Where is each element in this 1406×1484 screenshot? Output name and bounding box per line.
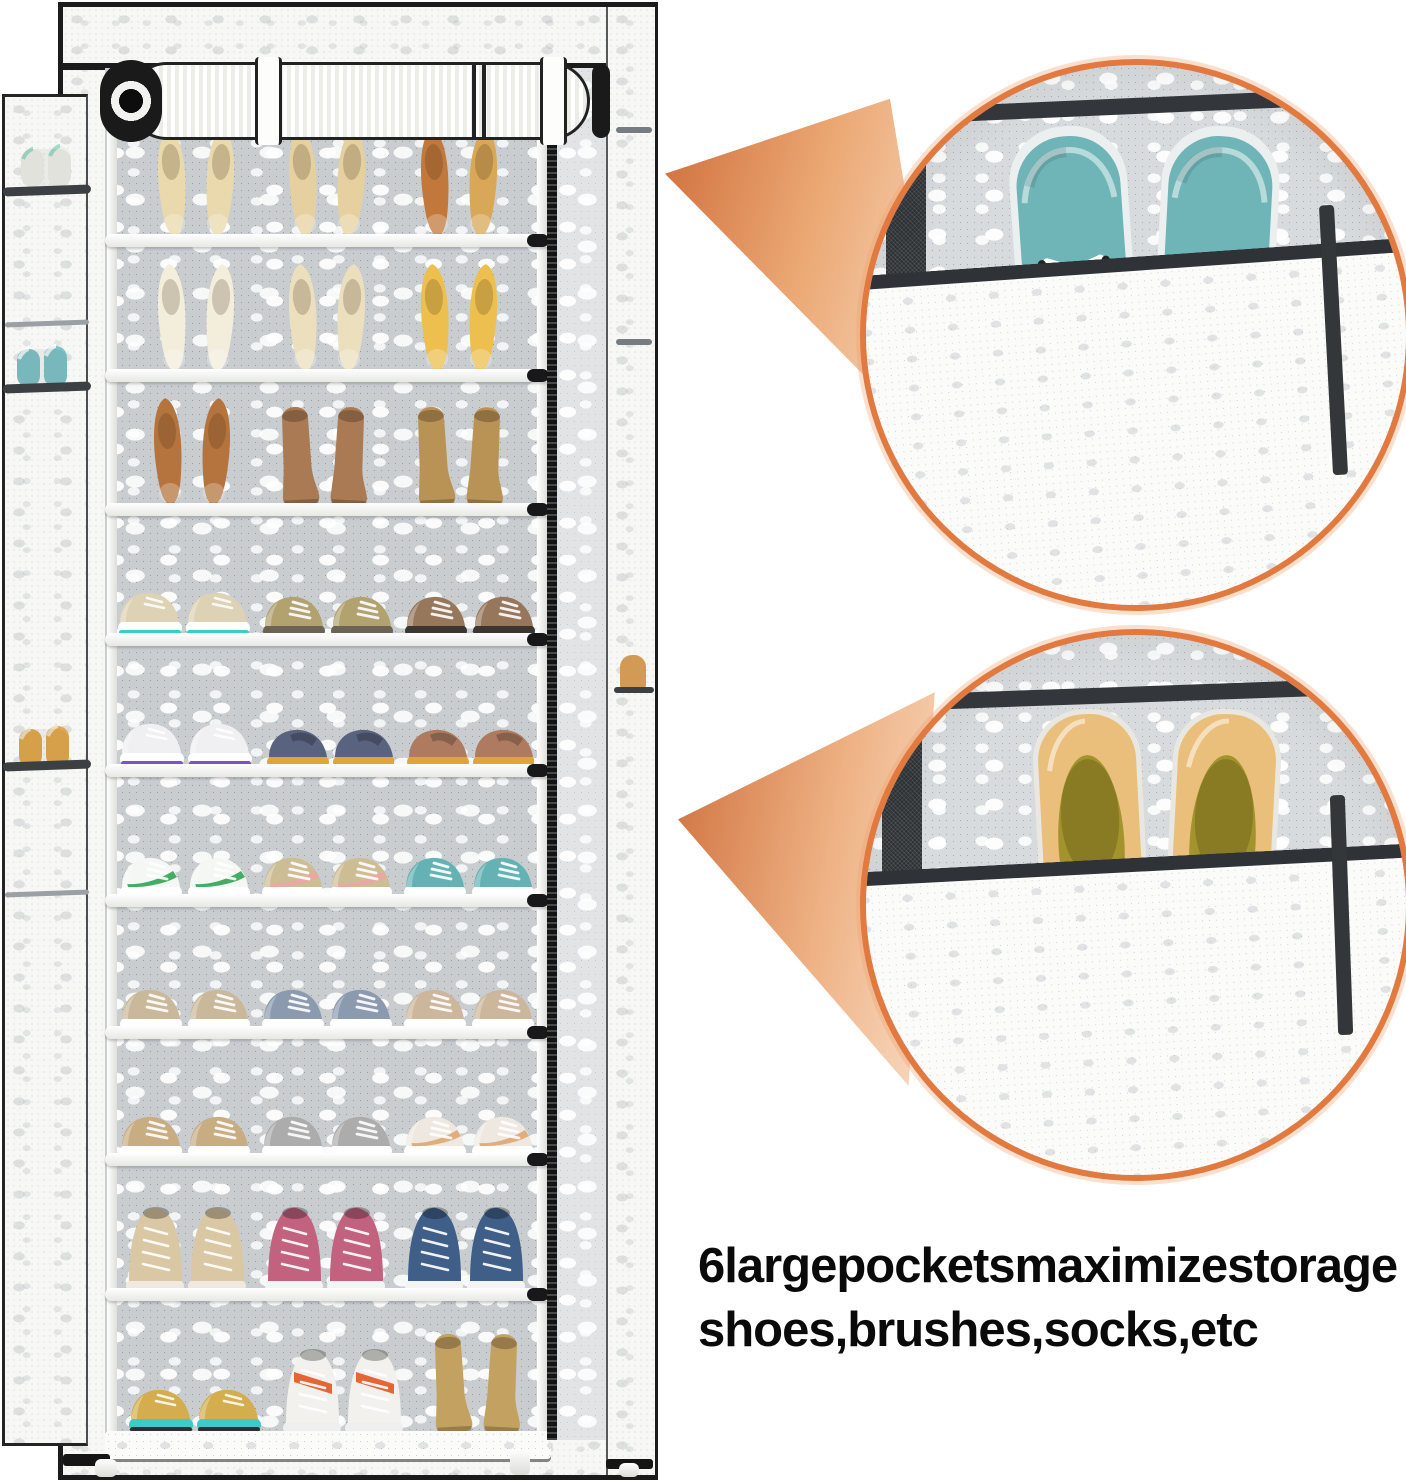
shoe-pair	[117, 592, 250, 635]
shoe-pair	[125, 1207, 246, 1292]
edge-pocket-rim	[616, 127, 652, 133]
shoe-pair	[404, 1116, 534, 1157]
edge-pocket-shoe	[620, 655, 646, 691]
rack-right-border	[606, 7, 655, 1475]
shoe-pair	[434, 1333, 520, 1434]
shelf-row	[109, 261, 543, 375]
shelf-row	[109, 1109, 543, 1159]
shelf-row	[109, 583, 543, 639]
shelf-row	[109, 395, 543, 509]
shoe-pair	[262, 989, 392, 1030]
shelf-tube	[105, 369, 551, 382]
roll-body	[128, 62, 590, 140]
shoe-pair	[120, 989, 250, 1030]
shoe-pair	[157, 129, 234, 237]
edge-pocket-rim	[616, 339, 652, 345]
shoe-pair	[420, 264, 497, 372]
shoe-pair	[283, 1349, 403, 1434]
bottom-shelf-board	[105, 1431, 551, 1459]
shoe-pair	[267, 729, 394, 768]
shoe-pair	[153, 398, 230, 506]
caption-line-2: shoes,brushes,socks,etc	[698, 1303, 1259, 1357]
side-pocket-rim	[4, 889, 90, 898]
shoe-pair	[417, 406, 503, 507]
shelf-tube	[105, 234, 551, 247]
shoe-pair	[262, 857, 392, 898]
shoe-rack	[58, 2, 658, 1480]
shelf-tube	[105, 633, 551, 646]
pocket-top-trim	[920, 90, 1302, 124]
shoe-pair	[406, 729, 534, 768]
covered-right-strip	[557, 68, 606, 1440]
shoe-pair	[404, 1207, 525, 1292]
shelf-tube	[105, 764, 551, 777]
shoe-pair	[404, 596, 535, 637]
shoe-pair	[120, 1116, 250, 1157]
side-pocket-panel	[2, 94, 92, 1446]
shelf-tube	[105, 894, 551, 907]
shelf-tube	[105, 1288, 551, 1301]
shelf-tube	[105, 503, 551, 516]
edge-pocket-rim	[614, 687, 654, 693]
shelf-row	[109, 1330, 543, 1436]
shelf-rows	[105, 68, 551, 1436]
side-pocket-rim	[2, 184, 92, 197]
zipper-strip	[547, 68, 557, 1440]
roll-ring	[482, 62, 486, 140]
shelf-tube	[105, 1153, 551, 1166]
shelf-tubes	[105, 68, 551, 1436]
shelf-row	[109, 1200, 543, 1294]
left-pole	[107, 68, 117, 1436]
shoe-pair	[281, 406, 367, 507]
side-pocket-rim	[2, 381, 92, 394]
rolled-door-cover	[100, 57, 610, 145]
side-pocket-shoes	[13, 343, 75, 392]
shelf-tube	[105, 1026, 551, 1039]
caption-line-1: 6largepocketsmaximizestorage	[698, 1239, 1398, 1293]
inset-circle-top	[866, 65, 1406, 605]
roll-end-cap	[100, 60, 162, 142]
shelf-row	[109, 126, 543, 240]
right-pole	[537, 68, 547, 1436]
shoe-pair	[289, 264, 365, 372]
inset-pocket-front	[866, 841, 1406, 1175]
shoe-pair	[119, 723, 252, 766]
shoe-pair	[263, 596, 393, 637]
rack-foot	[619, 1463, 639, 1477]
rack-interior	[105, 68, 551, 1436]
side-pocket-rim	[2, 759, 92, 772]
roll-strap	[540, 57, 567, 145]
rack-foot	[510, 1449, 530, 1475]
shoe-pair	[289, 129, 365, 237]
roll-end-cap	[592, 64, 610, 138]
side-pocket-shoes	[15, 723, 77, 772]
side-pocket-rim	[4, 319, 90, 328]
shoe-pair	[262, 1116, 392, 1157]
shoe-pair	[404, 989, 534, 1030]
shoe-pair	[128, 1389, 261, 1432]
shoe-pair	[265, 1207, 385, 1292]
roll-ring	[472, 62, 476, 140]
side-pocket-shoes	[17, 143, 79, 192]
shoe-pair	[420, 129, 497, 237]
shelf-row	[109, 714, 543, 770]
shelf-row	[109, 982, 543, 1032]
caption: 6largepocketsmaximizestorage shoes,brush…	[698, 1234, 1398, 1362]
shelf-row	[109, 850, 543, 900]
rack-foot	[95, 1459, 117, 1477]
roll-strap	[255, 57, 282, 145]
shoe-pair	[157, 264, 234, 372]
shoe-pair	[120, 857, 250, 898]
inset-circle-bottom	[866, 635, 1406, 1175]
shoe-pair	[404, 857, 534, 898]
